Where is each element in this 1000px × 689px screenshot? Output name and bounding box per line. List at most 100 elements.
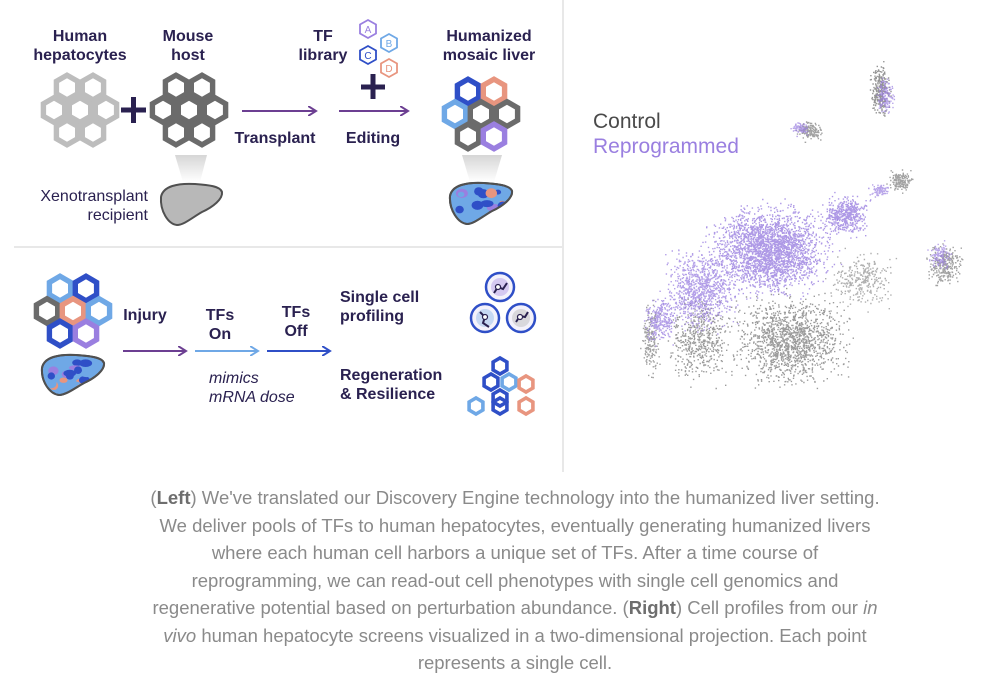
- liver-cell-blob: [63, 369, 76, 377]
- humanized-mosaic-cluster-icon: [441, 76, 521, 152]
- liver-cell-blob: [79, 359, 93, 368]
- hex-cell: [500, 371, 518, 393]
- hex-cell: [480, 121, 508, 152]
- hex-cell: [72, 273, 100, 304]
- plus-icon: [121, 97, 146, 123]
- scatter-points: [667, 298, 737, 390]
- human-hepatocyte-cluster-icon: [40, 72, 120, 148]
- library-letter: A: [365, 25, 372, 36]
- plus-icon-library: [361, 74, 385, 99]
- library-letter: D: [385, 64, 392, 75]
- hex-cell: [72, 318, 100, 349]
- liver-cell-blob: [46, 379, 57, 389]
- hex-cell: [46, 273, 74, 304]
- hex-cell: [79, 72, 107, 103]
- liver-cell-blob: [47, 372, 55, 380]
- scatter-points: [640, 299, 662, 379]
- mimics-mrna-dose-label: mimics mRNA dose: [209, 370, 295, 406]
- scatter-points: [869, 61, 892, 117]
- hex-cell: [85, 295, 113, 327]
- scatter-points: [825, 247, 898, 313]
- mouse-beam: [175, 155, 207, 182]
- tfs-off-label: TFs Off: [281, 304, 311, 340]
- liver-cell-blob: [485, 188, 497, 199]
- scatter-points: [820, 191, 872, 239]
- caption-part1: We've translated our Discovery Engine te…: [152, 487, 880, 618]
- regeneration-resilience-label: Regeneration & Resilience: [340, 367, 443, 403]
- caption-right-tag: Right: [628, 597, 676, 618]
- hex-cell: [482, 371, 500, 393]
- caption-part2: Cell profiles from our: [682, 597, 864, 618]
- liver-cell-blob: [474, 187, 484, 196]
- hex-cell: [517, 395, 535, 417]
- humanized-mosaic-liver-label: Humanized mosaic liver: [442, 28, 536, 64]
- mosaic-liver-icon: [448, 181, 514, 226]
- scatter-points: [926, 243, 964, 287]
- editing-label: Editing: [345, 130, 401, 147]
- tf-library-icon: A B C D: [359, 18, 398, 79]
- liver-cell-blob: [480, 200, 494, 208]
- tf-library-label: TF library: [298, 28, 348, 64]
- scatter-points: [643, 298, 677, 347]
- hex-cell: [59, 295, 87, 327]
- hex-cell: [454, 121, 482, 152]
- hex-cell: [454, 76, 482, 107]
- scatter-points: [729, 287, 854, 390]
- liver-cell-blob: [457, 191, 465, 198]
- hex-cell: [79, 117, 107, 148]
- scatter-points: [868, 184, 889, 198]
- hex-cell: [493, 98, 521, 130]
- hex-cell: [92, 94, 120, 126]
- hex-cell: [188, 72, 216, 103]
- hex-cell: [467, 98, 495, 130]
- figure-caption: (Left) We've translated our Discovery En…: [150, 487, 880, 674]
- xenotransplant-recipient-label: Xenotransplant recipient: [40, 188, 148, 224]
- mosaic-beam: [462, 155, 502, 182]
- library-letter: C: [364, 51, 371, 62]
- mouse-liver-icon: [159, 182, 224, 227]
- scatter-points: [698, 198, 843, 301]
- tfs-on-label: TFs On: [205, 307, 235, 343]
- caption-left-tag: Left: [156, 487, 191, 508]
- hex-cell: [46, 318, 74, 349]
- hex-cell: [480, 76, 508, 107]
- hex-cell: [491, 395, 509, 417]
- mouse-hepatocyte-cluster-icon: [149, 72, 229, 148]
- injury-mosaic-cluster-icon: [33, 273, 113, 349]
- hex-cell: [188, 117, 216, 148]
- hex-cell: [162, 72, 190, 103]
- legend-control: Control: [593, 110, 661, 133]
- regeneration-cluster-icon: [467, 355, 535, 417]
- library-letter: B: [386, 39, 393, 50]
- legend-reprogrammed: Reprogrammed: [593, 135, 739, 158]
- injury-liver-icon: [40, 353, 106, 397]
- liver-cell-blob: [59, 377, 68, 383]
- liver-cell-blob: [74, 366, 82, 375]
- hex-cell: [53, 117, 81, 148]
- hex-cell: [491, 355, 509, 377]
- hex-cell: [441, 98, 469, 130]
- hex-cell: [467, 395, 485, 417]
- scatter-points: [886, 169, 914, 194]
- hex-cell: [149, 94, 177, 126]
- hex-cell: [517, 373, 535, 395]
- scatter-points: [927, 240, 953, 270]
- hex-cell: [175, 94, 203, 126]
- liver-cell-blob: [455, 205, 464, 214]
- human-hepatocytes-label: Human hepatocytes: [33, 28, 127, 64]
- hex-cell: [33, 295, 61, 327]
- hex-cell: [53, 72, 81, 103]
- scatter-points: [876, 77, 896, 114]
- hex-cell: [162, 117, 190, 148]
- single-cell-profiling-icon: [469, 271, 537, 334]
- injury-label: Injury: [123, 307, 167, 324]
- scatter-points: [795, 121, 823, 143]
- caption-part3: human hepatocyte screens visualized in a…: [196, 624, 867, 674]
- hex-cell: [201, 94, 229, 126]
- mouse-host-label: Mouse host: [162, 28, 214, 64]
- scatter-points: [790, 122, 809, 138]
- liver-cell-blob: [80, 371, 94, 378]
- umap-scatter-plot: [640, 61, 964, 390]
- liver-cell-blob: [471, 200, 484, 210]
